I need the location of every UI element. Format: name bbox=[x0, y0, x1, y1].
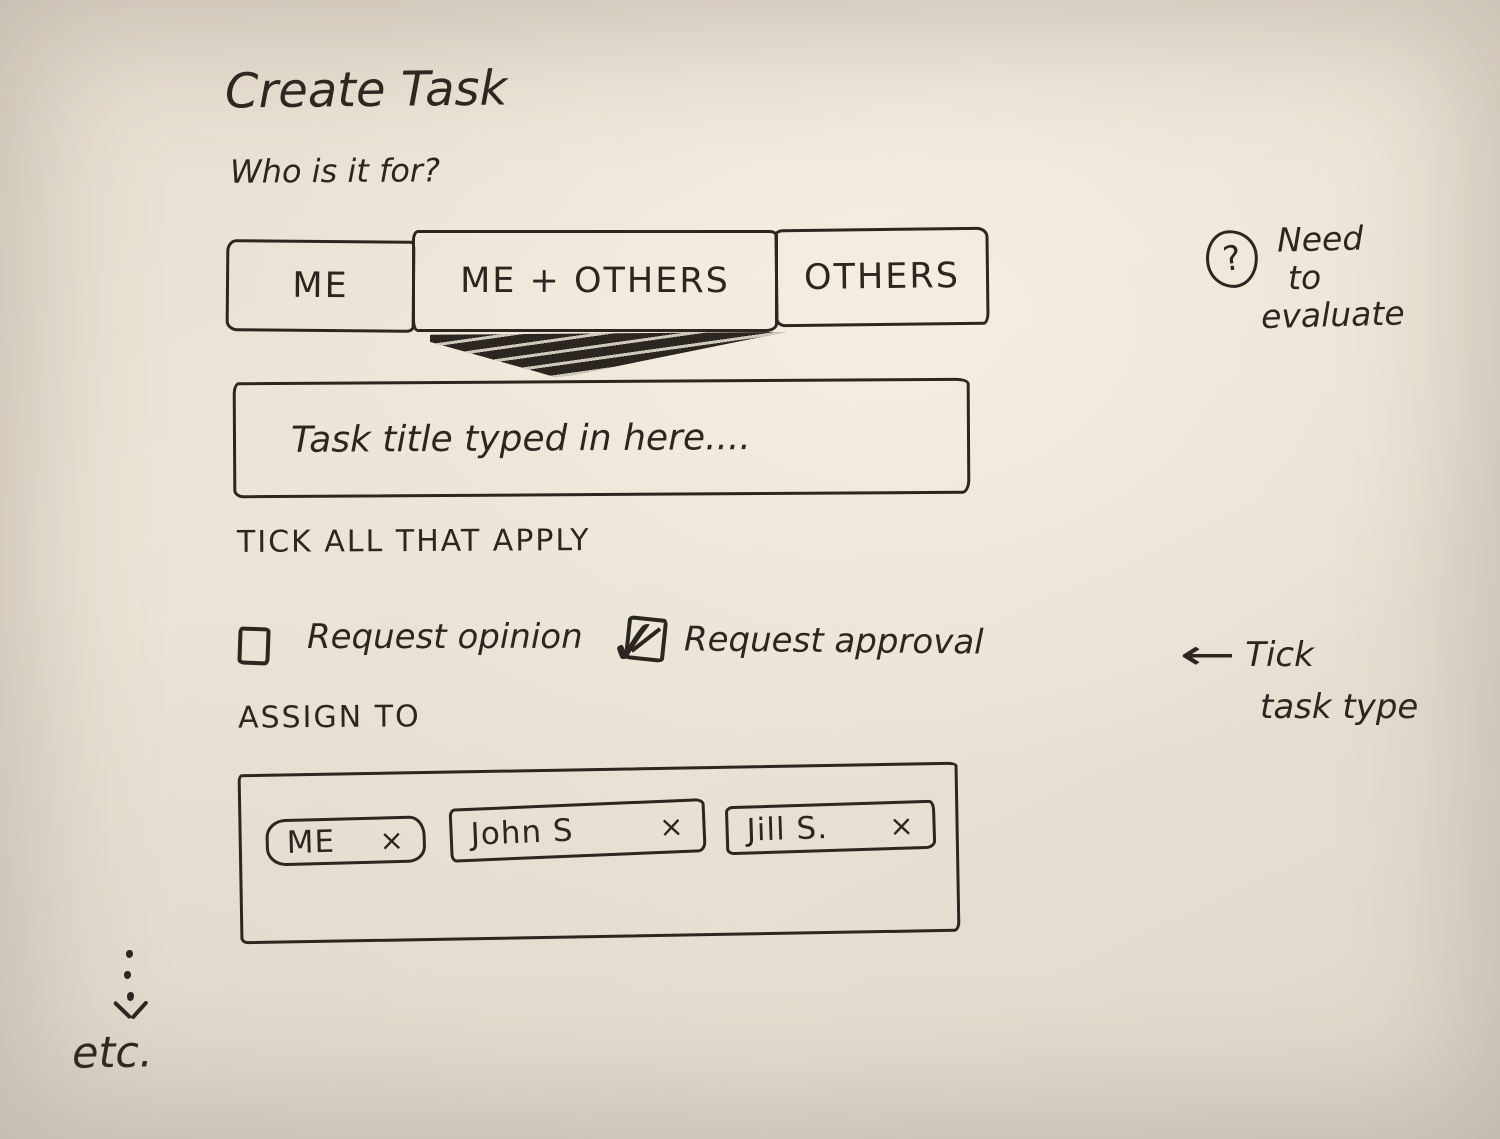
etc-label: etc. bbox=[71, 1027, 154, 1079]
segment-me-and-others-label: ME + OTHERS bbox=[460, 261, 730, 301]
segment-me[interactable]: ME bbox=[225, 239, 416, 333]
task-title-input[interactable]: Task title typed in here.... bbox=[232, 377, 971, 499]
vertical-ellipsis-icon bbox=[124, 950, 134, 1001]
annotation-line: task type bbox=[1260, 687, 1419, 727]
segment-me-and-others[interactable]: ME + OTHERS bbox=[412, 230, 778, 332]
assignee-chip-jill-s-label: Jill S. bbox=[746, 809, 829, 849]
question-mark-badge: ? bbox=[1202, 226, 1262, 292]
assign-to-heading: ASSIGN TO bbox=[237, 699, 421, 736]
assignee-input-box[interactable]: ME × John S × Jill S. × bbox=[237, 761, 961, 945]
annotation-line: evaluate bbox=[1260, 293, 1406, 336]
left-arrow-icon: ← bbox=[1179, 630, 1236, 679]
selected-segment-pointer-icon bbox=[430, 332, 786, 377]
down-arrow-icon bbox=[112, 1000, 150, 1026]
audience-segmented-control: ME ME + OTHERS OTHERS bbox=[225, 226, 992, 334]
assignee-chip-jill-s[interactable]: Jill S. × bbox=[724, 799, 937, 856]
annotation-line: Need bbox=[1276, 218, 1364, 260]
assignee-chip-me[interactable]: ME × bbox=[265, 815, 427, 867]
segment-others[interactable]: OTHERS bbox=[774, 226, 990, 328]
checkbox-request-approval[interactable]: ✓ bbox=[606, 606, 669, 682]
annotation-need-to-evaluate: Need to evaluate bbox=[1260, 218, 1405, 336]
checkmark-icon: ✓ bbox=[606, 605, 663, 682]
segment-others-label: OTHERS bbox=[803, 256, 961, 298]
tick-all-heading: TICK ALL THAT APPLY bbox=[236, 523, 591, 560]
task-title-value: Task title typed in here.... bbox=[290, 416, 751, 461]
audience-question-label: Who is it for? bbox=[229, 151, 441, 191]
assignee-chip-john-s-label: John S bbox=[469, 812, 575, 853]
question-mark-label: ? bbox=[1220, 237, 1244, 281]
checkbox-request-opinion[interactable] bbox=[237, 626, 271, 666]
remove-chip-icon[interactable]: × bbox=[658, 808, 686, 844]
annotation-line: to bbox=[1287, 257, 1322, 298]
remove-chip-icon[interactable]: × bbox=[378, 822, 406, 858]
checkbox-request-opinion-label: Request opinion bbox=[307, 617, 583, 657]
segment-me-label: ME bbox=[292, 265, 349, 307]
annotation-tick-task-type: ← Tick task type bbox=[1179, 630, 1419, 727]
assignee-chip-me-label: ME bbox=[286, 823, 336, 861]
remove-chip-icon[interactable]: × bbox=[888, 807, 916, 843]
checkbox-request-approval-label: Request approval bbox=[683, 619, 984, 663]
annotation-line: Tick bbox=[1245, 634, 1314, 675]
page-title: Create Task bbox=[224, 60, 508, 120]
assignee-chip-john-s[interactable]: John S × bbox=[448, 798, 707, 863]
